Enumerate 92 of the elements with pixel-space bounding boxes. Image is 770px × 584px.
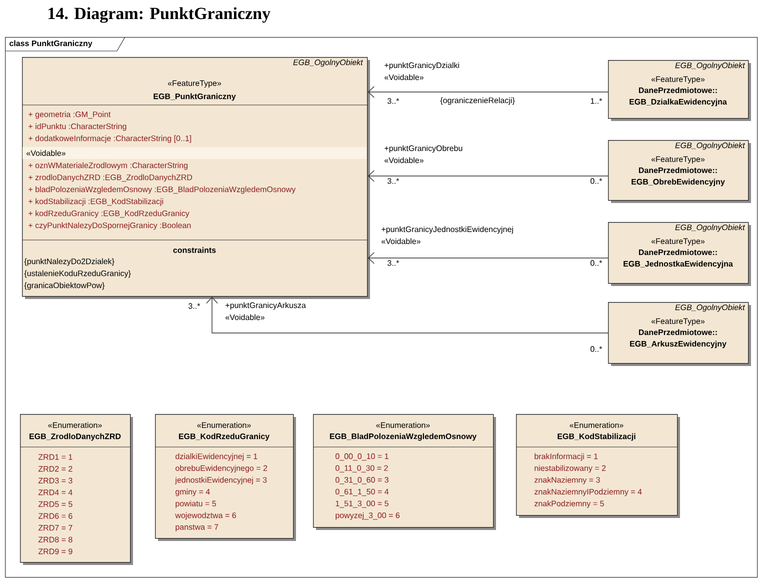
class-box <box>608 302 751 366</box>
role-label: +punktGranicyObrebu «Voidable» <box>384 145 462 164</box>
enum-literal: gminy = 4 <box>176 488 210 496</box>
attribute-text: + idPunktu :CharacterString <box>28 123 126 131</box>
enum-literal: powiatu = 5 <box>176 500 216 508</box>
parent-class-name: EGB_OgolnyObiekt <box>675 304 746 312</box>
enum-literal: jednostkiEwidencyjnej = 3 <box>175 476 267 484</box>
enum-literal: ZRD5 = 5 <box>38 501 72 507</box>
attribute-text: + zrodloDanychZRD :EGB_ZrodloDanychZRD <box>28 174 192 182</box>
enum-literal: 0_61_1_50 = 4 <box>336 488 389 496</box>
compartment-heading: constraints <box>173 247 216 253</box>
multiplicity-label: 0..* <box>590 178 602 184</box>
enum-literal: powyzej_3_00 = 6 <box>336 512 400 520</box>
role-label: +punktGranicyJednostkiEwidencyjnej «Voidable» <box>382 226 513 244</box>
enum-literal: 0_11_0_30 = 2 <box>336 465 388 472</box>
parent-class-name: EGB_OgolnyObiekt <box>675 142 746 150</box>
class-name: EGB_PunktGraniczny <box>154 93 236 101</box>
class-name: DanePrzedmiotowe:: EGB_ArkuszEwidencyjny <box>630 329 726 348</box>
role-label: +punktGranicyDzialki «Voidable» <box>384 62 460 80</box>
stereotype: «Enumeration» <box>570 422 624 428</box>
stereotype: «Enumeration» <box>48 422 102 428</box>
enum-literal: znakNaziemny = 3 <box>534 476 600 484</box>
association-arrow <box>368 86 608 98</box>
enum-literal: 1_51_3_00 = 5 <box>336 500 388 508</box>
diagram-frame <box>4 36 758 578</box>
enum-literal: wojewodztwa = 6 <box>175 512 236 520</box>
title: 14. Diagram: PunktGraniczny <box>48 7 270 23</box>
constraint-text: {punktNalezyDo2Dzialek} <box>24 258 114 266</box>
class-box <box>22 57 370 299</box>
multiplicity-label: 3..* <box>388 178 400 184</box>
enum-literal: ZRD9 = 9 <box>38 548 72 554</box>
class-box <box>608 60 751 121</box>
enum-literal: ZRD8 = 8 <box>38 536 72 542</box>
enum-literal: ZRD6 = 6 <box>38 513 72 519</box>
constraint-text: {granicaObiektowPow} <box>24 282 105 290</box>
enumeration-box <box>312 414 496 530</box>
class-box <box>608 222 751 286</box>
enum-literal: niestabilizowany = 2 <box>534 465 606 473</box>
association-arrow <box>206 296 608 334</box>
multiplicity-label: 1..* <box>590 98 602 104</box>
enum-literal: znakNaziemnyIPodziemny = 4 <box>534 488 642 496</box>
attribute-text: + czyPunktNalezyDoSpornejGranicy :Boolean <box>28 222 191 230</box>
enum-literal: ZRD1 = 1 <box>38 454 72 460</box>
enum-literal: dzialkiEwidencyjnej = 1 <box>176 453 258 461</box>
attribute-text: + dodatkoweInformacje :CharacterString [0..1] <box>28 135 192 143</box>
attribute-text: + kodRzeduGranicy :EGB_KodRzeduGranicy <box>28 210 190 218</box>
stereotype: «FeatureType» <box>651 76 705 84</box>
association-arrow <box>368 170 608 182</box>
enum-literal: ZRD7 = 7 <box>38 525 72 531</box>
stereotype: «FeatureType» <box>651 156 705 164</box>
multiplicity-label: 3..* <box>388 98 400 104</box>
enum-literal: 0_31_0_60 = 3 <box>336 477 388 484</box>
attribute-text: + bladPolozeniaWzgledemOsnowy :EGB_BladPolozeniaWzgledemOsnowy <box>28 186 296 194</box>
enumeration-box <box>154 414 296 541</box>
multiplicity-label: 0..* <box>590 260 602 266</box>
frame-title: class PunktGraniczny <box>10 40 92 48</box>
parent-class-name: EGB_OgolnyObiekt <box>675 224 746 232</box>
class-name: DanePrzedmiotowe:: EGB_ObrebEwidencyjny <box>632 167 725 186</box>
stereotype: «Voidable» <box>26 150 66 156</box>
multiplicity-label: 0..* <box>590 346 602 352</box>
parent-class-name: EGB_OgolnyObiekt <box>675 62 746 70</box>
stereotype: «FeatureType» <box>168 80 222 88</box>
stereotype: «Enumeration» <box>376 422 430 428</box>
attribute-text: + kodStabilizacji :EGB_KodStabilizacji <box>28 198 164 206</box>
class-name: DanePrzedmiotowe:: EGB_DzialkaEwidencyjna <box>630 87 727 106</box>
enum-literal: obrebuEwidencyjnego = 2 <box>176 465 268 473</box>
attribute-text: + geometria :GM_Point <box>28 111 111 119</box>
parent-class-name: EGB_OgolnyObiekt <box>293 59 364 67</box>
constraint-text: {ustalenieKoduRzeduGranicy} <box>24 270 131 278</box>
constraint-label: {ograniczenieRelacji} <box>440 97 515 105</box>
enumeration-box <box>20 414 133 565</box>
role-label: +punktGranicyArkusza «Voidable» <box>226 302 306 320</box>
stereotype: «FeatureType» <box>651 238 705 246</box>
class-name: DanePrzedmiotowe:: EGB_JednostkaEwidencyjna <box>624 249 733 268</box>
stereotype: «FeatureType» <box>651 318 705 326</box>
enum-literal: ZRD4 = 4 <box>38 490 72 496</box>
enum-literal: ZRD3 = 3 <box>38 478 72 484</box>
class-box <box>608 140 751 203</box>
class-name: EGB_KodStabilizacji <box>558 433 636 441</box>
association-arrow <box>368 252 608 264</box>
enum-literal: znakPodziemny = 5 <box>534 500 604 508</box>
enum-literal: brakInformacji = 1 <box>534 453 598 461</box>
stereotype: «Enumeration» <box>197 422 251 428</box>
class-name: EGB_KodRzeduGranicy <box>178 433 270 441</box>
class-name: EGB_ZrodloDanychZRD <box>30 433 121 441</box>
enum-literal: 0_00_0_10 = 1 <box>336 453 388 461</box>
multiplicity-label: 3..* <box>388 260 400 266</box>
enum-literal: panstwa = 7 <box>176 524 218 532</box>
enumeration-box <box>516 414 680 518</box>
enum-literal: ZRD2 = 2 <box>38 466 72 472</box>
class-name: EGB_BladPolozeniaWzgledemOsnowy <box>330 433 477 441</box>
attribute-text: + oznWMaterialeZrodlowym :CharacterString <box>28 162 188 170</box>
